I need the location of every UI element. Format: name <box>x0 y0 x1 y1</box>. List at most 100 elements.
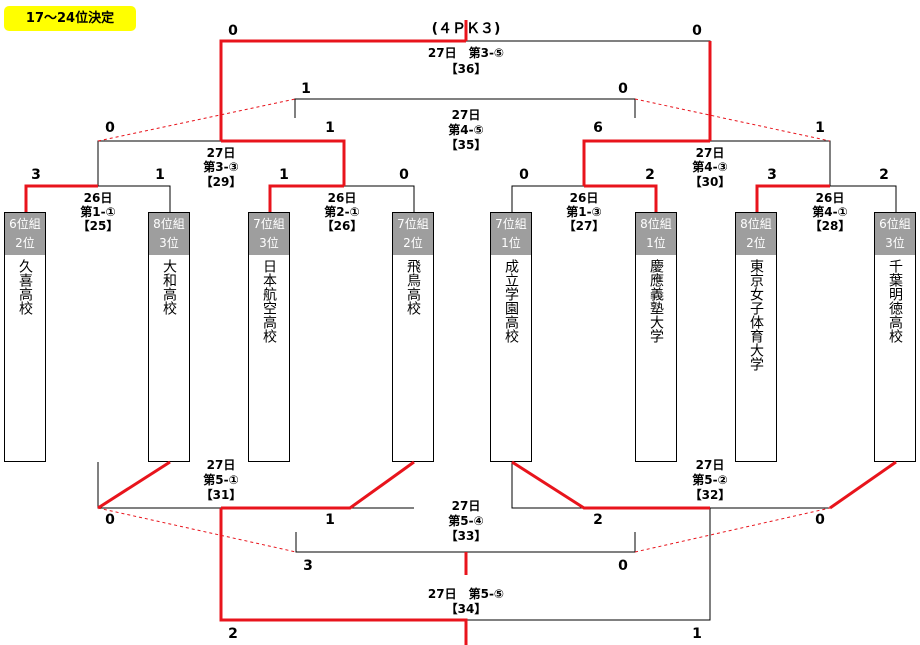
score-m31-b: 1 <box>325 512 335 528</box>
info-line: 27日 <box>696 146 725 160</box>
match-info-36: 27日 第3-⑤ 【36】 <box>428 45 504 76</box>
team-name: 東京女子体育大学 <box>748 259 764 371</box>
seed-rank: 1位 <box>501 236 521 250</box>
team-seed: 7位組 1位 <box>491 213 531 255</box>
info-line: 第1-③ <box>566 204 602 219</box>
score-m36-b: 0 <box>692 23 702 39</box>
team-box: 6位組 2位 久喜高校 <box>4 212 46 462</box>
match-info-26: 26日 第2-① 【26】 <box>322 191 363 233</box>
info-line: 27日 第5-⑤ <box>428 586 504 601</box>
match-info-30: 27日 第4-③ 【30】 <box>690 146 731 189</box>
team-box: 7位組 2位 飛鳥高校 <box>392 212 434 462</box>
info-line: 【36】 <box>446 61 487 76</box>
team-seed: 8位組 2位 <box>736 213 776 255</box>
match-info-28: 26日 第4-① 【28】 <box>810 191 851 233</box>
score-m33-b: 0 <box>618 558 628 574</box>
info-line: 27日 <box>207 146 236 160</box>
score-m27-a: 0 <box>519 167 529 183</box>
score-m26-b: 0 <box>399 167 409 183</box>
info-line: 【35】 <box>446 137 487 152</box>
team-name: 千葉明徳高校 <box>887 259 903 343</box>
info-line: 【25】 <box>78 218 119 233</box>
team-name: 成立学園高校 <box>503 259 519 343</box>
score-m34-a: 2 <box>228 626 238 642</box>
info-line: 【29】 <box>201 174 242 189</box>
match-info-35: 27日 第4-⑤ 【35】 <box>446 108 487 152</box>
seed-group: 7位組 <box>495 217 527 231</box>
info-line: 第3-③ <box>203 159 239 174</box>
info-line: 27日 第3-⑤ <box>428 45 504 60</box>
score-m29-b: 1 <box>325 120 335 136</box>
score-m29-a: 0 <box>105 120 115 136</box>
bracket-dashed-links <box>97 98 831 553</box>
seed-rank: 3位 <box>259 236 279 250</box>
info-line: 26日 <box>328 191 357 205</box>
info-line: 【30】 <box>690 174 731 189</box>
seed-group: 6位組 <box>879 217 911 231</box>
score-m25-b: 1 <box>155 167 165 183</box>
seed-rank: 3位 <box>885 236 905 250</box>
bracket-title: 17〜24位決定 <box>4 6 136 31</box>
seed-rank: 2位 <box>15 236 35 250</box>
team-seed: 7位組 2位 <box>393 213 433 255</box>
info-line: 【32】 <box>690 487 731 502</box>
info-line: 【26】 <box>322 218 363 233</box>
info-line: 第2-① <box>324 204 360 219</box>
match-info-25: 26日 第1-① 【25】 <box>78 191 119 233</box>
team-seed: 6位組 3位 <box>875 213 915 255</box>
info-line: 第1-① <box>80 204 116 219</box>
team-seed: 8位組 3位 <box>149 213 189 255</box>
info-line: 27日 <box>696 458 725 472</box>
score-m32-a: 2 <box>593 512 603 528</box>
seed-group: 8位組 <box>640 217 672 231</box>
team-box: 7位組 1位 成立学園高校 <box>490 212 532 462</box>
score-m33-a: 3 <box>303 558 313 574</box>
team-box: 8位組 1位 慶應義塾大学 <box>635 212 677 462</box>
score-m26-a: 1 <box>279 167 289 183</box>
seed-rank: 2位 <box>403 236 423 250</box>
pk-result: (４ＰＫ３) <box>432 21 501 37</box>
team-seed: 8位組 1位 <box>636 213 676 255</box>
info-line: 26日 <box>84 191 113 205</box>
seed-rank: 3位 <box>159 236 179 250</box>
match-info-32: 27日 第5-② 【32】 <box>690 458 731 502</box>
team-name: 慶應義塾大学 <box>648 259 664 343</box>
seed-group: 7位組 <box>397 217 429 231</box>
info-line: 第5-② <box>692 472 728 487</box>
info-line: 【28】 <box>810 218 851 233</box>
score-m35-a: 1 <box>301 81 311 97</box>
seed-rank: 1位 <box>646 236 666 250</box>
match-info-33: 27日 第5-④ 【33】 <box>446 499 487 543</box>
team-seed: 6位組 2位 <box>5 213 45 255</box>
match-info-34: 27日 第5-⑤ 【34】 <box>428 586 504 616</box>
score-m28-b: 2 <box>879 167 889 183</box>
score-m36-a: 0 <box>228 23 238 39</box>
team-box: 7位組 3位 日本航空高校 <box>248 212 290 462</box>
score-m30-b: 1 <box>815 120 825 136</box>
team-box: 8位組 3位 大和高校 <box>148 212 190 462</box>
team-name: 大和高校 <box>161 259 177 315</box>
bracket-winner-paths <box>24 20 897 645</box>
info-line: 第4-③ <box>692 159 728 174</box>
score-m28-a: 3 <box>767 167 777 183</box>
match-info-29: 27日 第3-③ 【29】 <box>201 146 242 189</box>
info-line: 【27】 <box>564 218 605 233</box>
team-name: 日本航空高校 <box>261 259 277 343</box>
info-line: 27日 <box>207 458 236 472</box>
seed-group: 8位組 <box>740 217 772 231</box>
info-line: 27日 <box>452 108 481 122</box>
match-info-27: 26日 第1-③ 【27】 <box>564 191 605 233</box>
info-line: 27日 <box>452 499 481 513</box>
team-name: 飛鳥高校 <box>405 259 421 315</box>
match-scores: 3 1 1 0 0 2 3 2 0 1 6 1 1 0 0 0 (４ＰＫ３) 0… <box>31 21 889 642</box>
info-line: 26日 <box>570 191 599 205</box>
match-info: 26日 第1-① 【25】 26日 第2-① 【26】 26日 第1-③ 【27… <box>78 45 851 616</box>
team-box: 8位組 2位 東京女子体育大学 <box>735 212 777 462</box>
team-name: 久喜高校 <box>17 259 33 315</box>
seed-rank: 2位 <box>746 236 766 250</box>
seed-group: 7位組 <box>253 217 285 231</box>
info-line: 【33】 <box>446 528 487 543</box>
score-m25-a: 3 <box>31 167 41 183</box>
score-m31-a: 0 <box>105 512 115 528</box>
